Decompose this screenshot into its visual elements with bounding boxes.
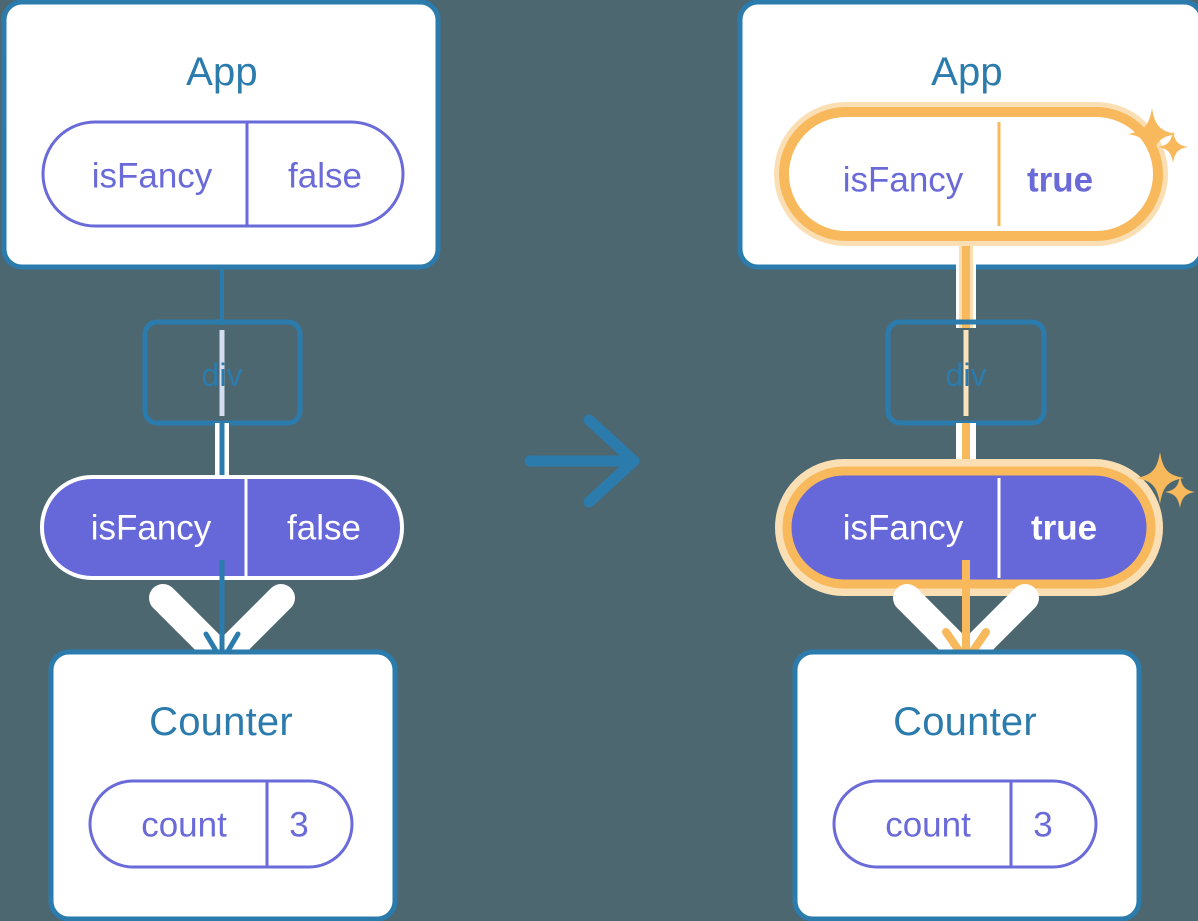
flow-arrow-white-before bbox=[149, 584, 295, 665]
state-pill-counter-before bbox=[88, 779, 354, 869]
transition-arrow-icon bbox=[524, 414, 640, 508]
state-pill-counter-after bbox=[832, 779, 1098, 869]
sparkle-icon-prop-small bbox=[1165, 476, 1195, 508]
state-pill-app-after bbox=[774, 102, 1168, 246]
sparkle-icon-app-large bbox=[1128, 108, 1176, 160]
prop-pill-before bbox=[40, 475, 404, 580]
sparkle-icon-app-small bbox=[1158, 131, 1188, 163]
state-pill-app-before bbox=[41, 120, 405, 228]
prop-pill-after bbox=[775, 459, 1163, 596]
sparkle-icon-prop-large bbox=[1136, 452, 1184, 504]
